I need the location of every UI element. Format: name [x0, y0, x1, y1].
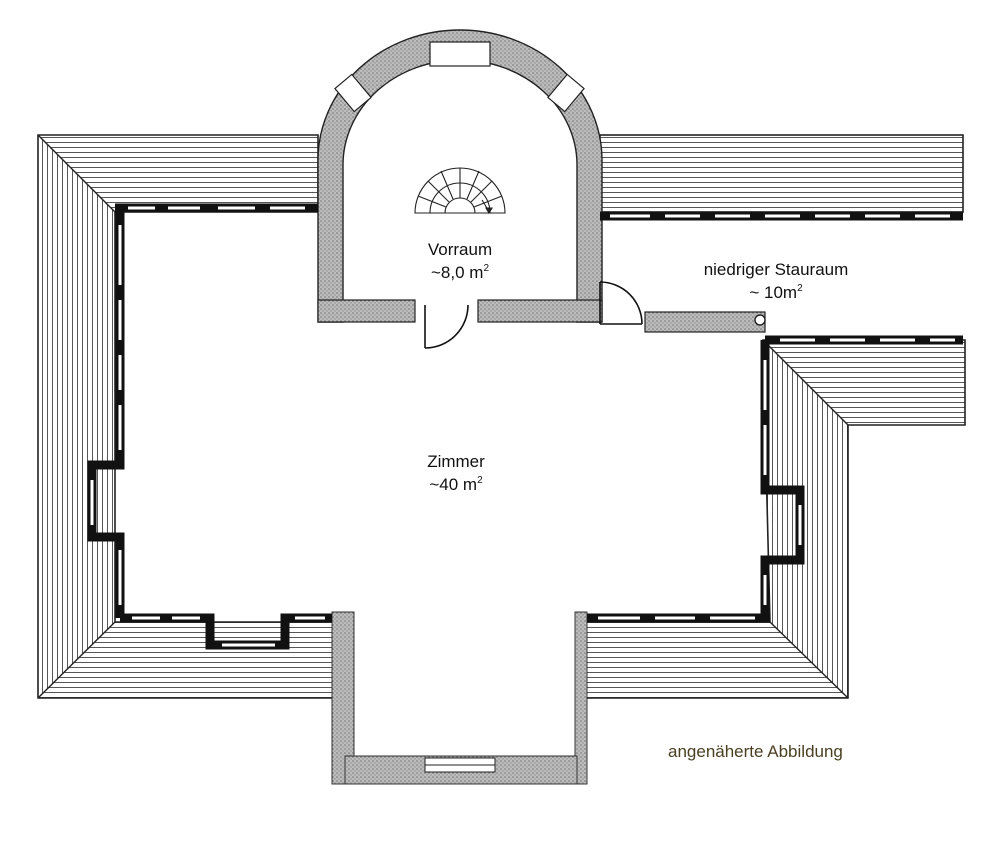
stauraum-area: ~ 10m2 — [749, 283, 803, 302]
zimmer-label: Zimmer ~40 m2 — [376, 450, 536, 496]
vorraum-name: Vorraum — [427, 240, 493, 259]
door-stauraum — [599, 281, 643, 325]
spiral-staircase — [414, 167, 506, 215]
stauraum-label: niedriger Stauraum ~ 10m2 — [676, 258, 876, 304]
stauraum-wall — [644, 311, 766, 333]
vorraum-walls — [317, 29, 603, 323]
zimmer-area: ~40 m2 — [429, 475, 483, 494]
zimmer-name: Zimmer — [427, 452, 485, 471]
roof-right-wing — [584, 134, 966, 699]
vorraum-area: ~8,0 m2 — [430, 263, 489, 282]
door-vorraum — [424, 304, 469, 349]
exterior-walls — [87, 203, 963, 650]
approximate-illustration-note: angenäherte Abbildung — [668, 742, 843, 761]
dormer-walls — [331, 611, 588, 785]
stauraum-name: niedriger Stauraum — [703, 260, 849, 279]
vorraum-label: Vorraum ~8,0 m2 — [380, 238, 540, 284]
